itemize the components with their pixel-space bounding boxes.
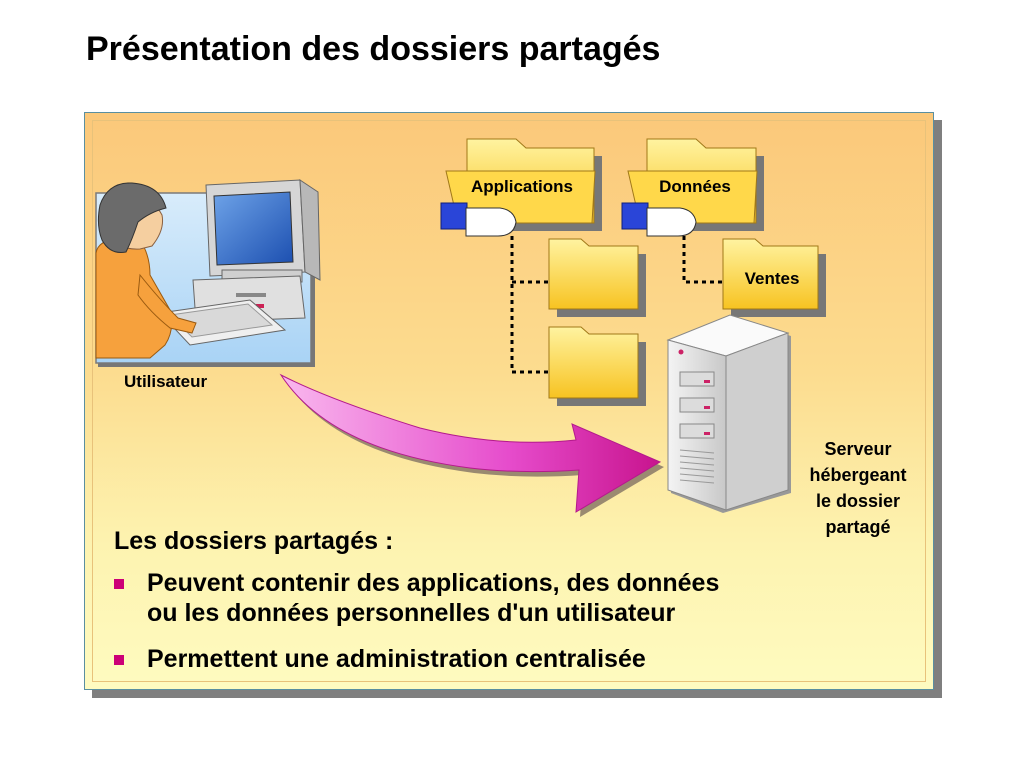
- user-label: Utilisateur: [124, 372, 208, 391]
- content-heading: Les dossiers partagés :: [114, 527, 394, 555]
- folder-ventes: [722, 238, 826, 317]
- computer-icon: [158, 179, 321, 346]
- share-hand-icon: [621, 202, 697, 237]
- page-title: Présentation des dossiers partagés: [86, 30, 661, 68]
- server-icon: [666, 314, 791, 513]
- server-label-line: le dossier: [815, 491, 901, 511]
- server-label-line: partagé: [825, 517, 891, 537]
- bullet-text: Peuvent contenir des applications, des d…: [147, 569, 720, 627]
- share-hand-icon: [440, 202, 517, 237]
- folder-unnamed-1: [548, 238, 646, 317]
- server-label: Serveur hébergeant le dossier partagé: [788, 436, 928, 540]
- folder-label-ventes: Ventes: [744, 269, 800, 288]
- server-label-line: Serveur: [824, 439, 892, 459]
- bullet-marker: [114, 579, 124, 589]
- person-icon: [95, 182, 197, 359]
- user-illustration: [95, 179, 321, 367]
- folder-unnamed-2: [548, 326, 646, 406]
- folder-label-donnees: Données: [659, 177, 731, 196]
- bullet-text: Permettent une administration centralisé…: [147, 645, 646, 673]
- folder-label-applications: Applications: [470, 177, 573, 196]
- folder-tree-lines: [510, 236, 722, 374]
- server-label-line: hébergeant: [809, 465, 907, 485]
- bullet-marker: [114, 655, 124, 665]
- access-arrow: [279, 373, 664, 517]
